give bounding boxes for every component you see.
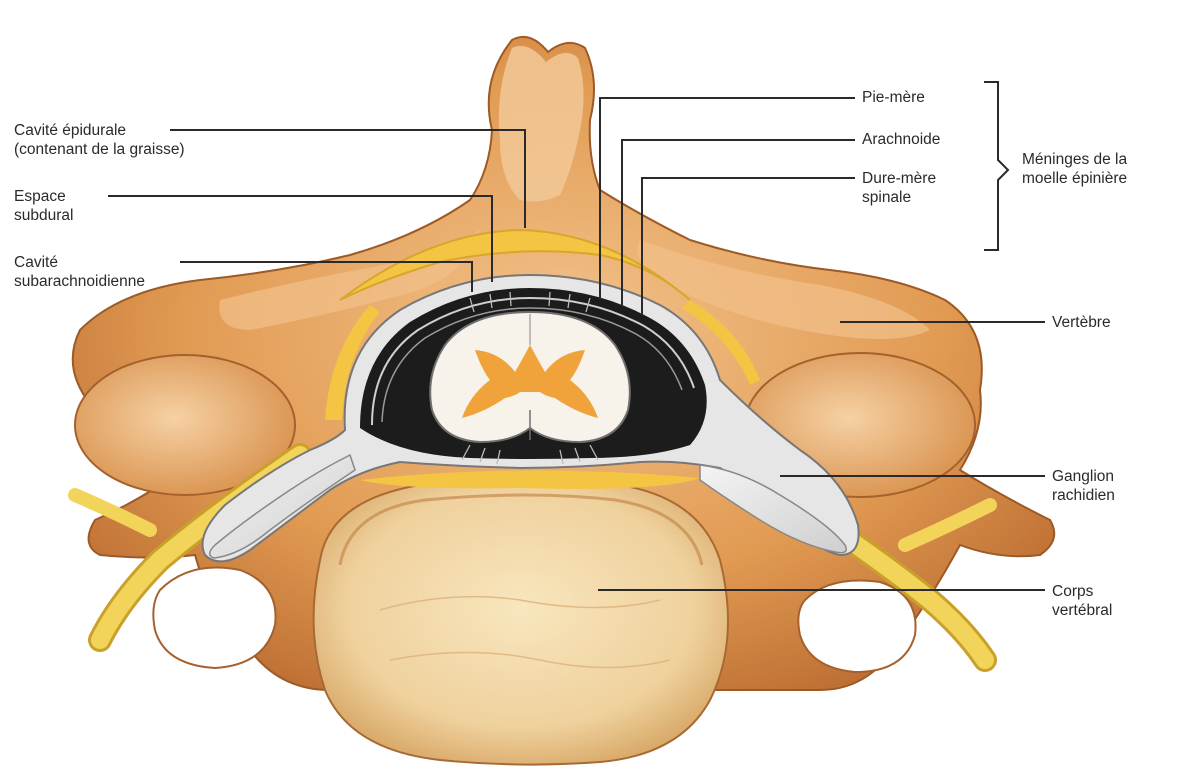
label-espace-subdural: Espace subdural bbox=[14, 187, 73, 225]
label-cavite-subarachnoidienne: Cavité subarachnoidienne bbox=[14, 253, 145, 291]
label-cavite-epidurale: Cavité épidurale (contenant de la graiss… bbox=[14, 121, 185, 159]
label-ganglion: Ganglion rachidien bbox=[1052, 467, 1115, 505]
spinal-cord bbox=[430, 312, 630, 442]
vertebral-body bbox=[314, 480, 728, 765]
label-vertebre: Vertèbre bbox=[1052, 313, 1111, 332]
label-dure-mere: Dure-mère spinale bbox=[862, 169, 936, 207]
meninges-brace bbox=[984, 82, 1008, 250]
label-corps: Corps vertébral bbox=[1052, 582, 1112, 620]
transverse-foramen-left bbox=[153, 568, 275, 669]
label-meninges: Méninges de la moelle épinière bbox=[1022, 150, 1127, 188]
label-arachnoide: Arachnoide bbox=[862, 130, 940, 149]
transverse-foramen-right bbox=[798, 580, 915, 672]
label-pie-mere: Pie-mère bbox=[862, 88, 925, 107]
